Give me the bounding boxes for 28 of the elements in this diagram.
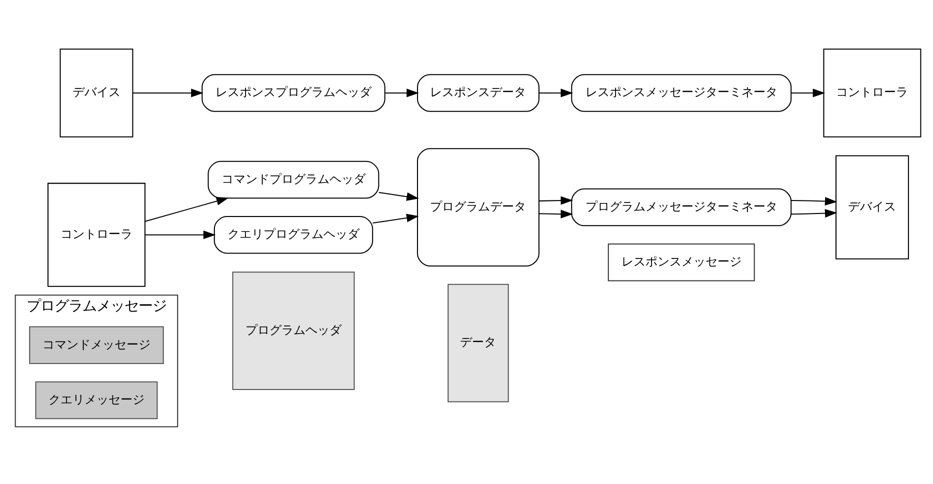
arrow <box>538 210 572 218</box>
arrow <box>790 88 825 98</box>
node-box: レスポンスメッセージターミネータ <box>570 74 792 112</box>
node-box: プログラムデータ <box>416 148 539 266</box>
node-box: デバイス <box>59 48 133 138</box>
arrow <box>378 192 418 201</box>
node-box: コマンドメッセージ <box>28 326 164 364</box>
arrow <box>538 196 572 205</box>
node-box: コマンドプログラムヘッダ <box>207 160 379 199</box>
node-box: デバイス <box>834 155 908 260</box>
node-box: レスポンスデータ <box>416 74 539 112</box>
node-box: プログラムメッセージターミネータ <box>570 188 792 226</box>
arrow <box>372 214 418 224</box>
node-box: レスポンスメッセージ <box>607 244 754 282</box>
node-box: レスポンスプログラムヘッダ <box>201 74 385 112</box>
node-box: クエリプログラムヘッダ <box>213 216 373 254</box>
node-box: コントローラ <box>46 182 145 287</box>
arrow <box>144 196 228 222</box>
arrow <box>790 209 837 218</box>
node-box: コントローラ <box>822 48 921 138</box>
arrow <box>790 196 837 206</box>
arrow <box>538 88 572 98</box>
node-box: クエリメッセージ <box>34 381 158 420</box>
node-box: データ <box>447 284 508 402</box>
arrow <box>144 230 216 240</box>
node-box: プログラムヘッダ <box>232 272 354 390</box>
arrow <box>384 88 418 98</box>
arrow <box>132 88 203 98</box>
